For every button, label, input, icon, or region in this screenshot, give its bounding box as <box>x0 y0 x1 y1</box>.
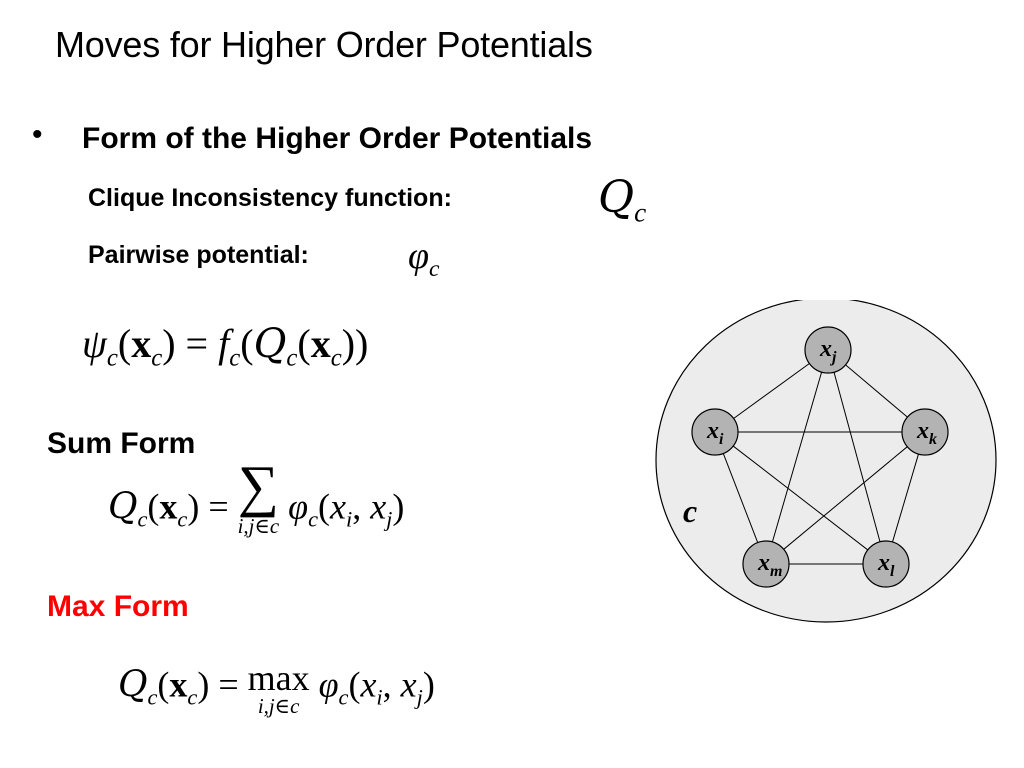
pairwise-potential-label: Pairwise potential: <box>88 241 309 269</box>
slide-title: Moves for Higher Order Potentials <box>55 24 593 65</box>
q-symbol: Qc <box>598 172 646 226</box>
clique-label: c <box>683 493 697 529</box>
edge-i-l <box>732 445 869 551</box>
sum-symbol: ∑ <box>237 455 279 518</box>
edge-k-l <box>892 453 919 543</box>
max-symbol: max <box>247 658 310 698</box>
sum-range: i,j∈c <box>237 513 280 538</box>
phi-base: φ <box>408 235 430 277</box>
edge-j-k <box>845 364 908 418</box>
node-circle <box>742 540 790 588</box>
edge-j-l <box>833 372 881 542</box>
node-xi: xi <box>691 408 739 456</box>
potential-equation: ψc(xc) = fc(Qc(xc)) <box>82 321 369 372</box>
sum-form-equation: Qc(xc) = ∑i,j∈c φc(xi, xj) <box>108 455 405 538</box>
node-xj: xj <box>804 326 852 374</box>
clique-inconsistency-label: Clique Inconsistency function: <box>88 184 452 212</box>
node-xm: xm <box>742 540 790 588</box>
bullet-marker: • <box>32 118 43 151</box>
node-circle <box>862 540 910 588</box>
q-base: Q <box>598 172 635 223</box>
sum-operator: ∑i,j∈c <box>238 458 280 536</box>
edge-j-m <box>771 371 823 543</box>
clique-region <box>655 300 997 623</box>
node-circle <box>804 326 852 374</box>
sum-form-heading: Sum Form <box>47 427 196 460</box>
edge-k-m <box>783 446 908 550</box>
bullet-heading: Form of the Higher Order Potentials <box>82 122 593 155</box>
node-circle <box>691 408 739 456</box>
node-xk: xk <box>901 408 949 456</box>
clique-graph: xj xi xk xm xl c <box>655 300 997 623</box>
max-range: i,j∈c <box>257 694 300 718</box>
edge-i-j <box>733 363 810 419</box>
node-xl: xl <box>862 540 910 588</box>
node-circle <box>901 408 949 456</box>
edge-i-m <box>722 453 759 543</box>
phi-sub: c <box>429 256 440 283</box>
phi-symbol: φc <box>408 234 439 281</box>
q-sub: c <box>634 197 647 228</box>
max-form-heading: Max Form <box>47 590 189 623</box>
